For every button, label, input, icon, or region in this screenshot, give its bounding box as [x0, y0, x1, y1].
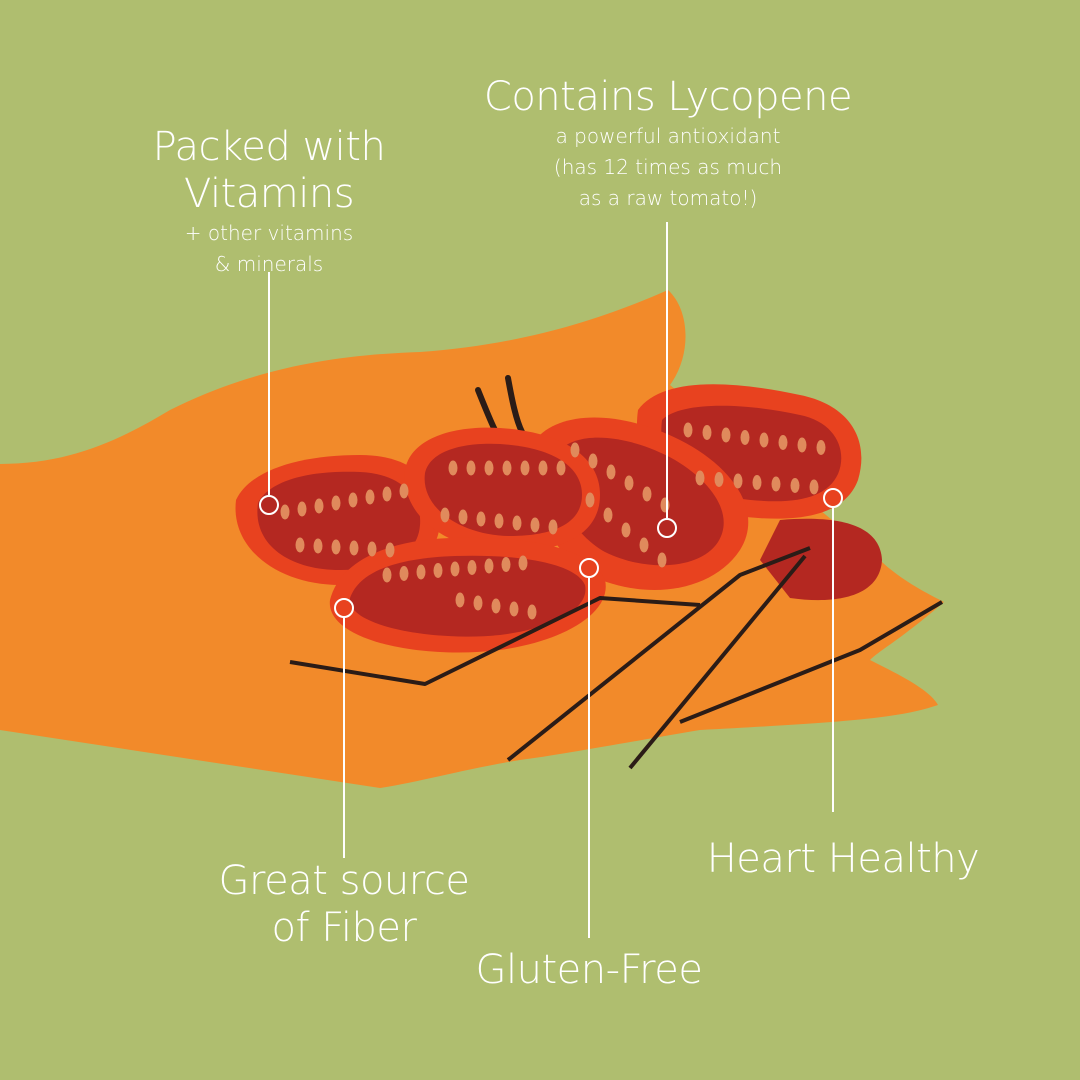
- tomato-seed: [331, 495, 341, 511]
- tomato-seed: [502, 460, 512, 476]
- tomato-seed: [280, 504, 290, 520]
- tomato-seed: [624, 475, 634, 491]
- tomato-slice-bottom: [329, 537, 606, 653]
- tomato-seed: [348, 492, 358, 508]
- tomato-seed: [702, 425, 712, 440]
- lycopene-title: Contains Lycopene: [483, 74, 853, 120]
- gluten-callout: Gluten-Free: [449, 947, 729, 994]
- tomato-seed: [416, 564, 426, 580]
- tomato-seed: [621, 522, 631, 538]
- vitamins-marker: [259, 495, 279, 515]
- finger-outline-3: [628, 554, 807, 770]
- tomato-seed: [440, 507, 450, 523]
- tomato-seed: [501, 557, 511, 572]
- tomato-seed: [476, 511, 486, 527]
- tomato-seed: [494, 513, 504, 529]
- tomato-seed: [759, 432, 769, 448]
- tomato-seed: [714, 472, 724, 487]
- tomato-seed: [752, 475, 762, 490]
- tomato-seeds: [280, 422, 826, 620]
- tomato-seed: [721, 427, 731, 443]
- vitamins-callout: Packed with Vitamins + other vitamins & …: [138, 124, 400, 280]
- tomato-seed: [518, 555, 528, 571]
- tomato-seed: [467, 560, 477, 575]
- tomato-seed: [771, 476, 781, 492]
- tomato-seed: [570, 442, 580, 458]
- tomato-seed: [509, 601, 519, 617]
- tomato-seed: [313, 538, 323, 554]
- tomato-seed: [448, 460, 458, 476]
- finger-outline-1: [289, 596, 701, 686]
- tomato-seed: [548, 519, 558, 535]
- vitamins-title-line1: Packed with: [152, 124, 386, 170]
- tomato-seed: [657, 552, 667, 568]
- tomato-seed: [473, 595, 483, 611]
- tomato-seed: [367, 541, 377, 557]
- tomato-seed: [556, 460, 566, 476]
- lycopene-callout: Contains Lycopene a powerful antioxidant…: [460, 74, 876, 214]
- tomato-seed: [606, 464, 616, 480]
- tomato-seed: [790, 478, 800, 493]
- tomato-seed: [778, 435, 788, 450]
- vitamins-sub-line1: + other vitamins: [184, 221, 354, 245]
- tomato-seed: [538, 460, 548, 476]
- finger-outline-4: [679, 600, 944, 724]
- tomato-seed: [399, 566, 409, 581]
- tomato-seed: [433, 563, 443, 578]
- tomato-seed: [484, 558, 494, 574]
- lycopene-marker: [657, 518, 677, 538]
- tomato-seed: [484, 460, 494, 476]
- tomato-seed: [349, 540, 359, 556]
- tomato-seed: [382, 486, 392, 502]
- tomato-seed: [740, 430, 750, 445]
- tomato-seed: [642, 486, 652, 502]
- tomato-seed: [314, 498, 324, 514]
- vitamins-sub-line2: & minerals: [214, 252, 324, 276]
- fiber-callout: Great source of Fiber: [200, 858, 488, 952]
- tomato-seed: [512, 515, 522, 531]
- heart-marker: [823, 488, 843, 508]
- tomato-seed: [603, 507, 613, 523]
- tomato-seed: [455, 592, 465, 608]
- tomato-seed: [695, 470, 705, 486]
- tomato-seed: [809, 479, 819, 495]
- tomato-stem-2: [505, 375, 525, 435]
- tomato-seed: [816, 440, 826, 455]
- tomato-seed: [331, 539, 341, 555]
- tomato-seed: [365, 489, 375, 505]
- tomato-seed: [797, 437, 807, 453]
- gluten-title: Gluten-Free: [475, 947, 703, 993]
- lycopene-sub-line2: (has 12 times as much: [553, 155, 783, 179]
- tomato-seed: [385, 542, 395, 558]
- vitamins-title-line2: Vitamins: [183, 171, 355, 217]
- fiber-marker: [334, 598, 354, 618]
- tomato-seed: [466, 460, 476, 476]
- tomato-seed: [733, 473, 743, 489]
- heart-title: Heart Healthy: [706, 836, 980, 882]
- finger-outline-2: [506, 546, 811, 762]
- tomato-seed: [520, 460, 530, 476]
- tomato-seed: [399, 483, 409, 499]
- tomato-seed: [458, 509, 468, 525]
- lycopene-sub-line1: a powerful antioxidant: [555, 124, 781, 148]
- tomato-seed: [450, 561, 460, 577]
- tomato-seed: [588, 453, 598, 469]
- tomato-seed: [527, 604, 537, 620]
- tomato-seed: [660, 497, 670, 513]
- tomato-seed: [639, 537, 649, 553]
- fiber-title-line2: of Fiber: [271, 905, 417, 951]
- heart-callout: Heart Healthy: [690, 836, 996, 883]
- tomato-seed: [683, 422, 693, 438]
- tomato-seed: [297, 501, 307, 517]
- tomato-seed: [530, 517, 540, 533]
- tomato-seed: [382, 567, 392, 583]
- gluten-marker: [579, 558, 599, 578]
- tomato-seed: [295, 537, 305, 553]
- fiber-title-line1: Great source: [218, 858, 470, 904]
- tomato-seed: [491, 598, 501, 614]
- lycopene-sub-line3: as a raw tomato!): [578, 186, 758, 210]
- tomato-seed: [585, 492, 595, 508]
